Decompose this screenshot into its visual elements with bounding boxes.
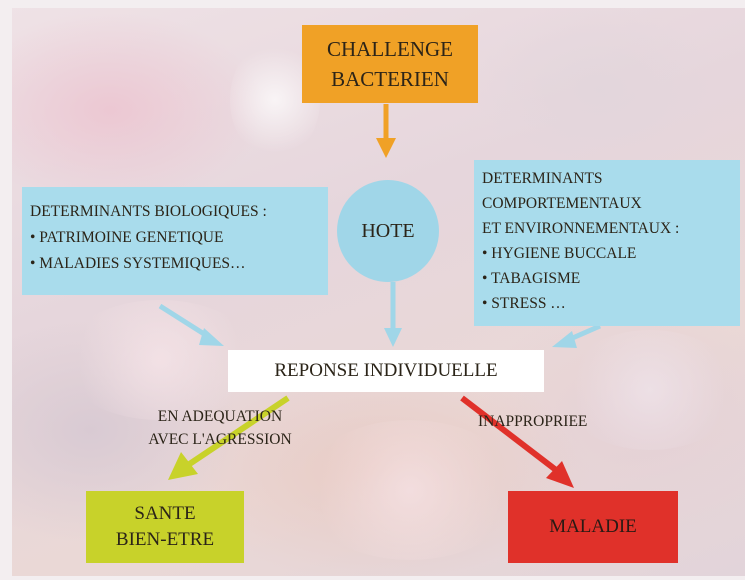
challenge-bacterien-box: CHALLENGE BACTERIEN bbox=[302, 25, 478, 103]
arrow-host-to-response bbox=[384, 282, 402, 347]
response-label: REPONSE INDIVIDUELLE bbox=[274, 360, 498, 381]
biological-item: • MALADIES SYSTEMIQUES… bbox=[30, 255, 246, 272]
environmental-item: • STRESS … bbox=[482, 295, 566, 312]
environmental-heading-line-2: COMPORTEMENTAUX bbox=[482, 195, 642, 212]
challenge-line-2: BACTERIEN bbox=[331, 67, 449, 91]
environmental-item: • TABAGISME bbox=[482, 270, 581, 287]
host-label: HOTE bbox=[361, 219, 415, 242]
health-outcome-box: SANTE BIEN-ETRE bbox=[86, 491, 244, 563]
disease-outcome-box: MALADIE bbox=[508, 491, 678, 563]
arrow-response-to-disease bbox=[460, 395, 574, 488]
arrow-response-to-health bbox=[168, 395, 290, 480]
arrow-environmental-to-response bbox=[552, 323, 602, 348]
arrow-challenge-to-host bbox=[376, 104, 396, 158]
environmental-determinants-box: DETERMINANTS COMPORTEMENTAUX ET ENVIRONN… bbox=[474, 160, 740, 326]
disease-label: MALADIE bbox=[549, 516, 637, 537]
individual-response-box: REPONSE INDIVIDUELLE bbox=[228, 350, 544, 392]
arrow-biological-to-response bbox=[158, 303, 224, 346]
adequate-line-2: AVEC L'AGRESSION bbox=[148, 431, 292, 448]
biological-determinants-box: DETERMINANTS BIOLOGIQUES : • PATRIMOINE … bbox=[22, 187, 328, 295]
environmental-heading-line-3: ET ENVIRONNEMENTAUX : bbox=[482, 220, 680, 237]
adequate-line-1: EN ADEQUATION bbox=[157, 408, 283, 425]
environmental-heading-line-1: DETERMINANTS bbox=[482, 170, 603, 187]
inappropriate-branch-label: INAPPROPRIEE bbox=[478, 413, 588, 430]
challenge-line-1: CHALLENGE bbox=[327, 37, 453, 61]
host-circle: HOTE bbox=[337, 180, 439, 282]
biological-item: • PATRIMOINE GENETIQUE bbox=[30, 229, 224, 246]
adequate-branch-label: EN ADEQUATION AVEC L'AGRESSION bbox=[130, 405, 310, 451]
health-line-2: BIEN-ETRE bbox=[115, 529, 215, 550]
environmental-item: • HYGIENE BUCCALE bbox=[482, 245, 637, 262]
biological-heading: DETERMINANTS BIOLOGIQUES : bbox=[30, 203, 267, 220]
health-line-1: SANTE bbox=[134, 503, 196, 524]
